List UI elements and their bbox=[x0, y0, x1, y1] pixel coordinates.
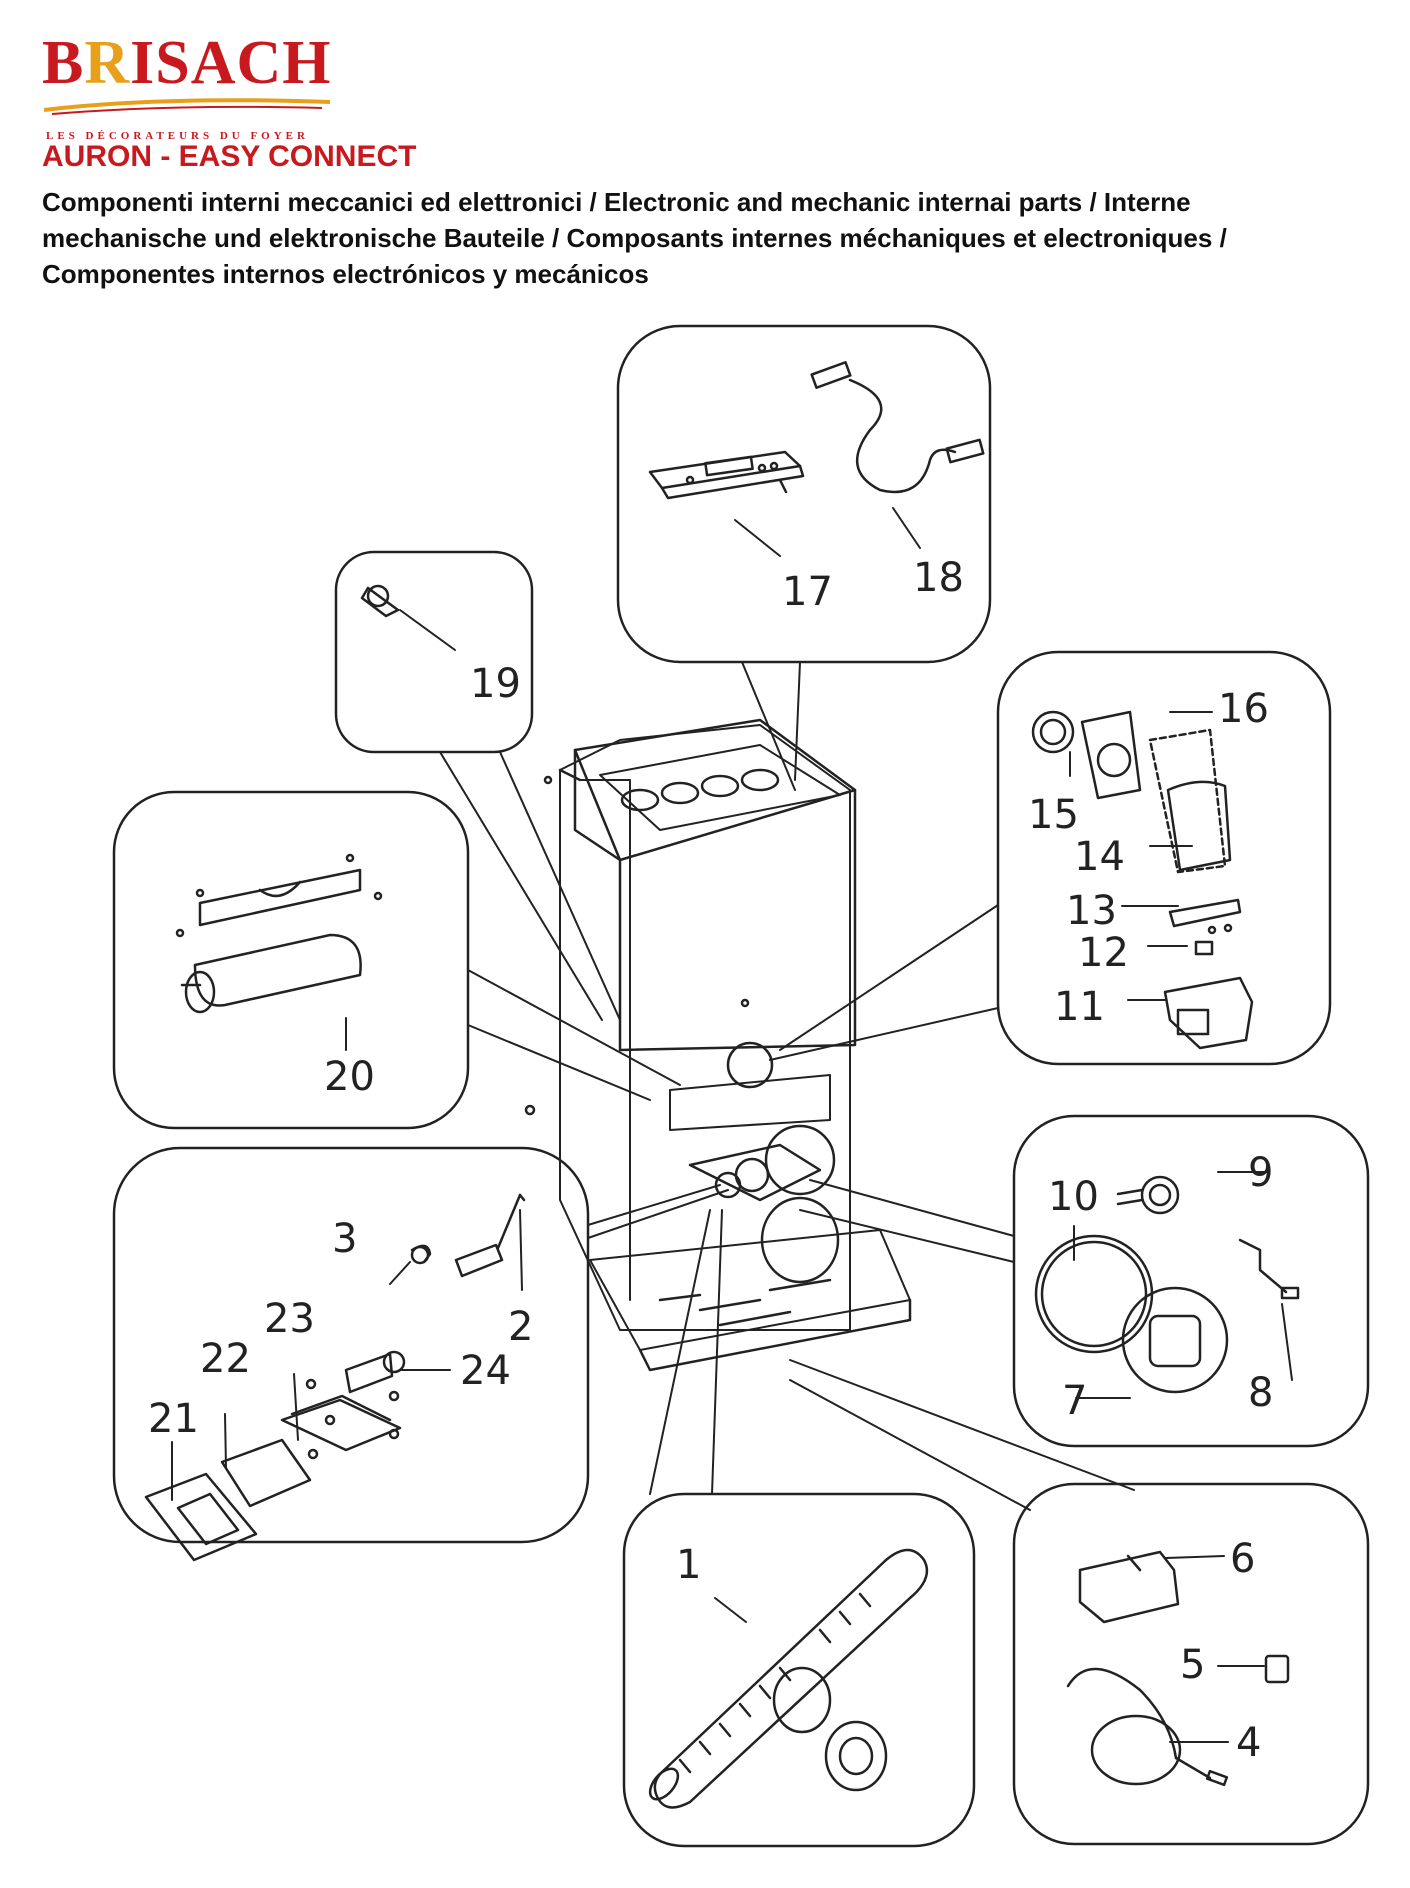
part-label-4: 4 bbox=[1236, 1720, 1261, 1766]
label-leaders bbox=[171, 507, 1293, 1743]
part-label-9: 9 bbox=[1248, 1150, 1273, 1196]
part-label-11: 11 bbox=[1054, 984, 1105, 1030]
part-label-17: 17 bbox=[782, 569, 833, 615]
cable-part bbox=[810, 361, 985, 494]
part-label-15: 15 bbox=[1028, 792, 1079, 838]
part-label-10: 10 bbox=[1048, 1174, 1099, 1220]
part-label-20: 20 bbox=[324, 1054, 375, 1100]
auger-assembly-part bbox=[1031, 710, 1254, 1050]
bubble-17-18 bbox=[616, 324, 992, 664]
part-label-12: 12 bbox=[1078, 930, 1129, 976]
callout-bubbles bbox=[112, 324, 1370, 1848]
part-label-13: 13 bbox=[1066, 888, 1117, 934]
page-subtitle: Componenti interni meccanici ed elettron… bbox=[42, 187, 1227, 289]
part-label-5: 5 bbox=[1180, 1642, 1205, 1688]
brand-logo: BRISACH LES DÉCORATEURS DU FOYER bbox=[42, 29, 342, 142]
part-label-24: 24 bbox=[460, 1348, 511, 1394]
bubble-19 bbox=[334, 550, 534, 754]
logo-swoosh bbox=[43, 98, 331, 115]
control-panel-part bbox=[648, 450, 805, 500]
igniter-part bbox=[144, 1193, 526, 1562]
bubble-7-10 bbox=[1012, 1114, 1370, 1448]
bubble-2-21-24 bbox=[112, 1146, 590, 1544]
brand-tagline: LES DÉCORATEURS DU FOYER bbox=[46, 130, 309, 142]
part-label-22: 22 bbox=[200, 1336, 251, 1382]
stove-body bbox=[524, 718, 912, 1372]
part-label-7: 7 bbox=[1062, 1378, 1087, 1424]
part-label-14: 14 bbox=[1074, 834, 1125, 880]
part-label-8: 8 bbox=[1248, 1370, 1273, 1416]
part-label-16: 16 bbox=[1218, 686, 1269, 732]
part-label-1: 1 bbox=[676, 1542, 701, 1588]
electronics-part bbox=[1066, 1550, 1290, 1787]
part-labels: 17 18 19 20 16 15 14 13 12 11 9 10 8 7 3… bbox=[148, 555, 1273, 1766]
fan-part bbox=[1034, 1175, 1300, 1394]
part-label-19: 19 bbox=[470, 661, 521, 707]
part-label-18: 18 bbox=[913, 555, 964, 601]
bubble-4-6 bbox=[1012, 1482, 1370, 1846]
part-label-23: 23 bbox=[264, 1296, 315, 1342]
bubble-leader-lines bbox=[439, 661, 1135, 1511]
part-label-3: 3 bbox=[332, 1216, 357, 1262]
bubble-1 bbox=[622, 1492, 976, 1848]
bubble-20 bbox=[112, 790, 470, 1130]
brand-name: BRISACH bbox=[42, 29, 332, 97]
heater-part bbox=[175, 853, 383, 1014]
part-label-6: 6 bbox=[1230, 1536, 1255, 1582]
clip-part bbox=[360, 584, 400, 618]
part-label-2: 2 bbox=[508, 1304, 533, 1350]
part-label-21: 21 bbox=[148, 1396, 199, 1442]
page-title: AURON - EASY CONNECT bbox=[42, 140, 417, 173]
bubble-11-16 bbox=[996, 650, 1332, 1066]
hose-part bbox=[648, 1548, 929, 1809]
